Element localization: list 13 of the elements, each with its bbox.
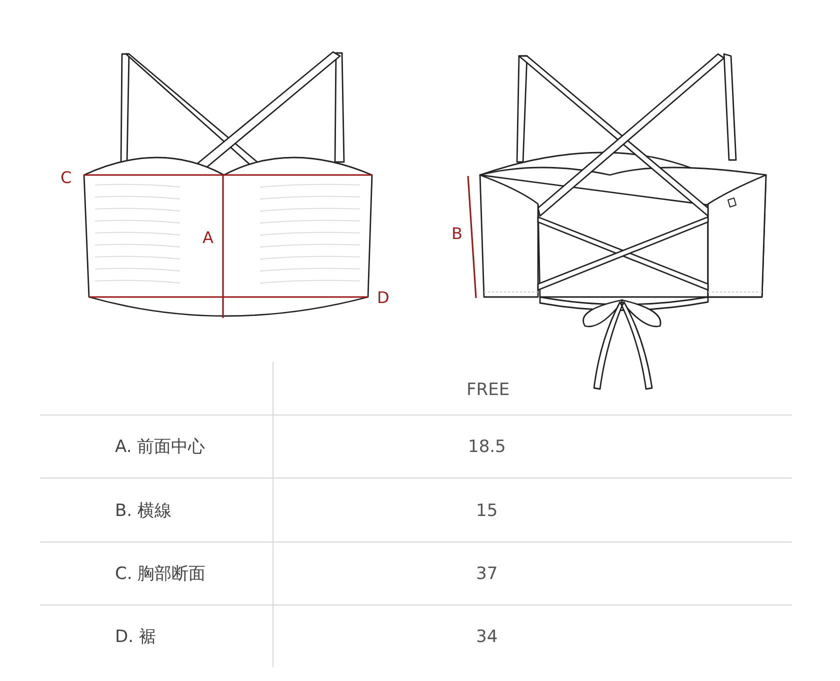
measurement-name: D. 裾 bbox=[115, 628, 156, 646]
measure-letter: A bbox=[202, 230, 214, 246]
measure-letter: C bbox=[60, 170, 72, 186]
measurement-value: 18.5 bbox=[468, 438, 506, 456]
measurement-name: B. 横線 bbox=[115, 502, 172, 520]
measurement-name: A. 前面中心 bbox=[115, 438, 206, 456]
measurement-value: 37 bbox=[476, 566, 498, 582]
size-header: FREE bbox=[466, 382, 510, 398]
measure-letter: B bbox=[452, 226, 462, 242]
measure-letter: D bbox=[377, 290, 390, 306]
measurement-value: 15 bbox=[476, 502, 498, 520]
measurement-value: 34 bbox=[476, 628, 498, 646]
measurement-name: C. 胸部断面 bbox=[115, 566, 206, 582]
